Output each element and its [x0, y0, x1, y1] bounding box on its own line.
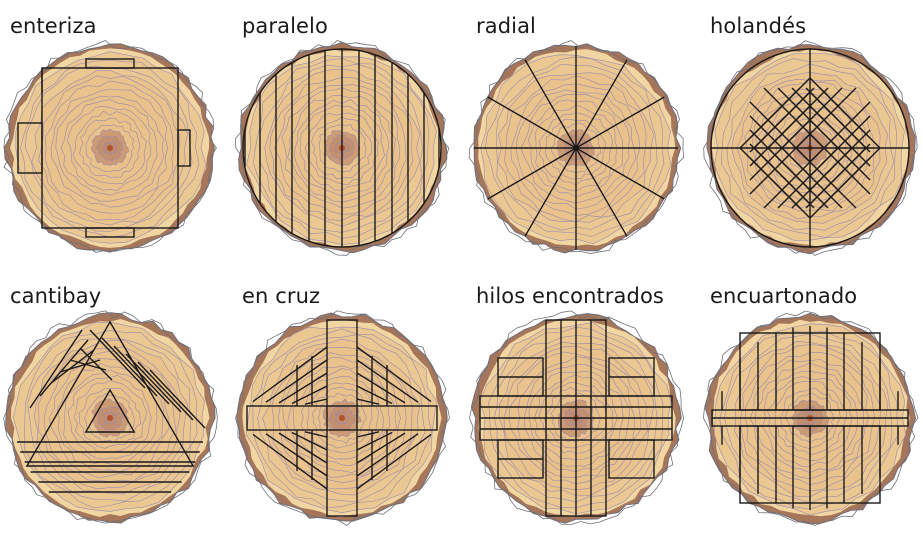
diagram-label-cantibay: cantibay [10, 284, 101, 308]
log-cross-section [236, 311, 450, 526]
panel-enteriza: enteriza [0, 0, 220, 270]
diagram-label-en-cruz: en cruz [242, 284, 320, 308]
diagram-label-holandes: holandés [710, 14, 806, 38]
panel-holandes: holandés [700, 0, 920, 270]
log-cross-section [4, 41, 217, 253]
panel-radial: radial [466, 0, 686, 270]
log-diagram-paralelo [232, 36, 452, 262]
log-diagram-hilos-encontrados [466, 306, 686, 532]
panel-hilos-encontrados: hilos encontrados [466, 270, 686, 540]
pith [107, 145, 113, 151]
log-diagram-holandes [700, 36, 920, 262]
panel-paralelo: paralelo [232, 0, 452, 270]
log-diagram-en-cruz [232, 306, 452, 532]
panel-en-cruz: en cruz [232, 270, 452, 540]
diagram-label-encuartonado: encuartonado [710, 284, 857, 308]
log-diagram-enteriza [0, 36, 220, 262]
diagram-label-paralelo: paralelo [242, 14, 328, 38]
diagram-label-hilos-encontrados: hilos encontrados [476, 284, 664, 308]
log-diagram-radial [466, 36, 686, 262]
pith [107, 415, 113, 421]
panel-encuartonado: encuartonado [700, 270, 920, 540]
log-cross-section [4, 311, 218, 523]
pith [339, 415, 345, 421]
log-diagram-encuartonado [700, 306, 920, 532]
cut-pattern-holandes [710, 48, 910, 248]
diagram-label-radial: radial [476, 14, 536, 38]
panel-cantibay: cantibay [0, 270, 220, 540]
diagram-label-enteriza: enteriza [10, 14, 97, 38]
log-diagram-cantibay [0, 306, 220, 532]
